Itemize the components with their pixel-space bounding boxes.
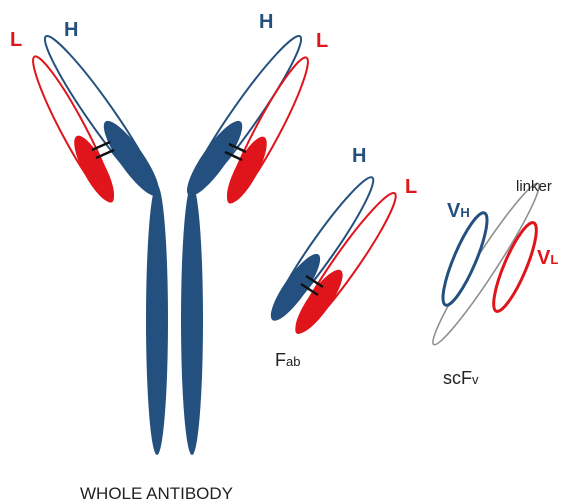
- scfv-label-vl: VL: [537, 247, 558, 269]
- heavy-chain-stem-right: [181, 185, 203, 455]
- scfv-heavy-variable: [435, 209, 494, 310]
- heavy-chain-stem-left: [146, 185, 168, 455]
- label-heavy-left: H: [64, 19, 78, 41]
- fab-label-light: L: [405, 176, 417, 198]
- scfv-fragment: VH VL linker scFv: [424, 177, 558, 388]
- caption-scfv: scFv: [443, 368, 479, 388]
- label-heavy-right: H: [259, 11, 273, 33]
- scfv-label-vh: VH: [447, 200, 470, 222]
- label-light-right: L: [316, 30, 328, 52]
- scfv-light-variable: [486, 219, 544, 316]
- label-light-left: L: [10, 29, 22, 51]
- fab-label-heavy: H: [352, 145, 366, 167]
- scfv-label-linker: linker: [516, 178, 552, 195]
- caption-whole-antibody: WHOLE ANTIBODY: [80, 484, 233, 503]
- fab-fragment: H L Fab: [263, 145, 418, 370]
- caption-fab: Fab: [275, 350, 300, 370]
- whole-antibody: L H H L WHOLE ANTIBODY: [10, 11, 328, 503]
